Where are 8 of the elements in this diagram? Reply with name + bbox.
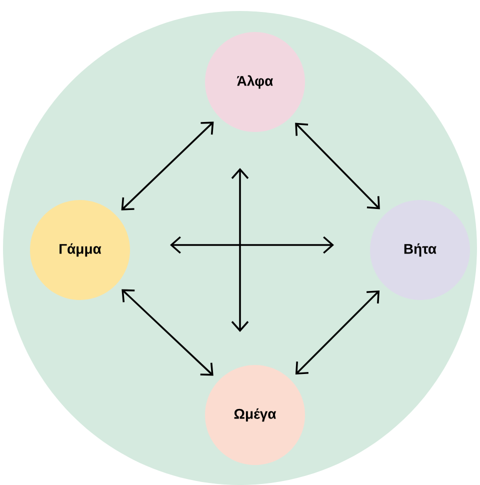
circle-node: Βήτα — [370, 200, 470, 300]
circle-node: Ωμέγα — [205, 365, 305, 465]
arrow — [295, 122, 380, 210]
arrow — [122, 289, 214, 376]
circle-node: Γάμμα — [30, 200, 130, 300]
arrow — [121, 122, 214, 210]
arrow — [295, 290, 380, 375]
circle-node: Άλφα — [205, 32, 305, 132]
